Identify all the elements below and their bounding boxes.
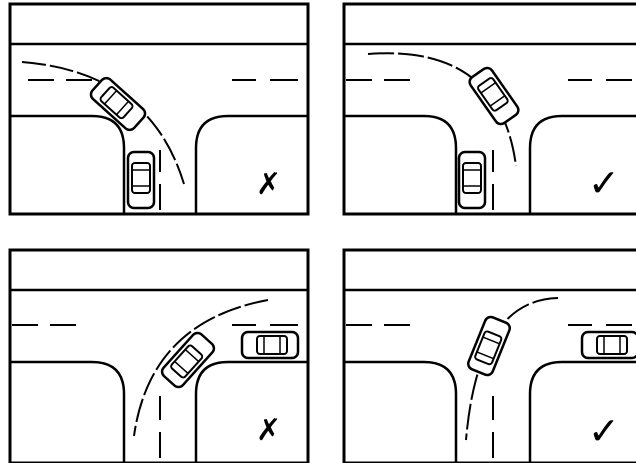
road-edge-right <box>528 114 636 214</box>
road-edge-right <box>194 114 308 214</box>
centre-line <box>12 324 298 458</box>
car-icon <box>240 330 300 360</box>
centre-line <box>28 79 298 210</box>
road-edge-left <box>344 360 458 463</box>
centre-line <box>346 79 632 210</box>
road-edge-right <box>528 360 636 463</box>
panel-top-right: ✓ <box>342 2 636 216</box>
turn-path <box>21 61 185 185</box>
car-icon <box>126 150 156 210</box>
check-mark-icon: ✓ <box>588 409 620 453</box>
car-icon <box>457 150 487 210</box>
road-edge-left <box>10 360 126 463</box>
car-icon <box>580 330 636 360</box>
panel-top-left: ✗ <box>8 2 310 216</box>
road-edge-left <box>344 114 458 214</box>
check-mark-icon: ✓ <box>588 161 620 205</box>
panel-bottom-right: ✓ <box>342 248 636 463</box>
cross-mark-icon: ✗ <box>256 413 281 448</box>
panel-bottom-left: ✗ <box>8 248 310 463</box>
cross-mark-icon: ✗ <box>256 167 281 202</box>
road-edge-right <box>194 360 308 463</box>
road-edge-left <box>10 114 126 214</box>
centre-line <box>346 324 632 458</box>
turn-path <box>133 299 269 437</box>
